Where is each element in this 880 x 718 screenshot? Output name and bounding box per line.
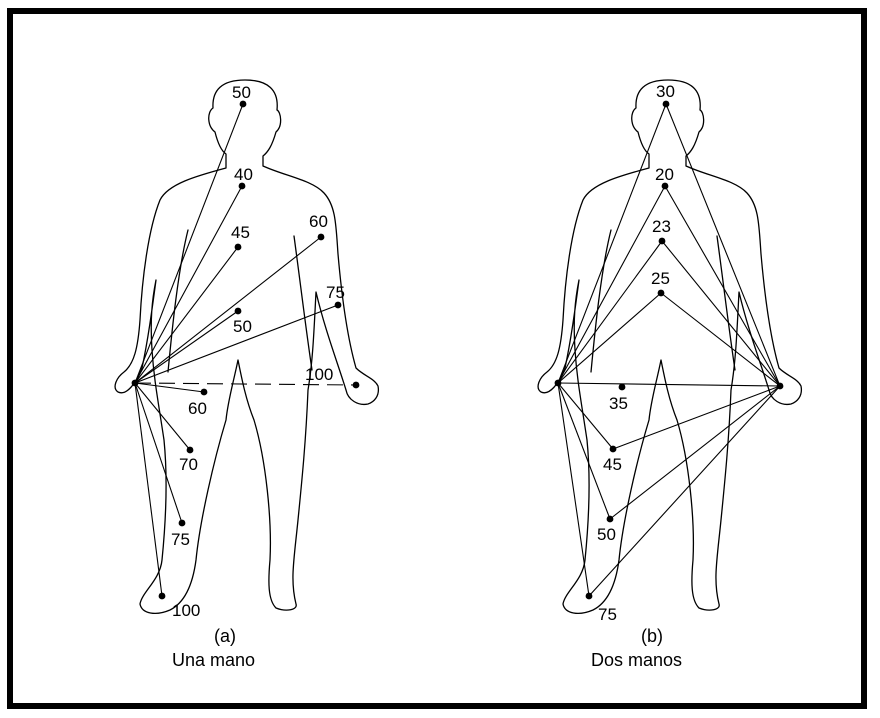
- value-foot-b: 75: [598, 605, 617, 624]
- value-thigh-b: 45: [603, 455, 622, 474]
- point-neck-b: [661, 182, 669, 190]
- value-groin-a: 60: [188, 399, 207, 418]
- point-abdomen-a: [234, 307, 242, 315]
- point-left-hand-a: [352, 381, 360, 389]
- values-b: 30 20 23 25 35 45 50 75: [597, 82, 675, 624]
- electrode-left-hand-b: [776, 382, 784, 390]
- value-head-a: 50: [232, 83, 251, 102]
- value-foot-a: 100: [172, 601, 200, 620]
- point-head-a: [239, 100, 247, 108]
- caption-b: Dos manos: [591, 650, 682, 670]
- point-head-b: [662, 100, 670, 108]
- value-left-shoulder-a: 60: [309, 212, 328, 231]
- arm-crease-b: [590, 229, 736, 373]
- caption-a: Una mano: [172, 650, 255, 670]
- value-thigh-a: 70: [179, 455, 198, 474]
- value-chest-a: 45: [231, 223, 250, 242]
- point-chest-b: [658, 237, 666, 245]
- point-upper-abdomen-b: [657, 289, 665, 297]
- letter-a: (a): [214, 626, 236, 646]
- point-groin-a: [200, 388, 208, 396]
- current-paths-a: [134, 103, 357, 597]
- value-knee-a: 75: [171, 530, 190, 549]
- point-left-elbow-a: [334, 301, 342, 309]
- measurement-points-a: [131, 100, 360, 600]
- point-thigh-a: [186, 446, 194, 454]
- letter-b: (b): [641, 626, 663, 646]
- point-left-shoulder-a: [317, 233, 325, 241]
- value-left-elbow-a: 75: [326, 283, 345, 302]
- value-groin-b: 35: [609, 394, 628, 413]
- point-foot-b: [585, 592, 593, 600]
- value-neck-b: 20: [655, 165, 674, 184]
- current-paths-b: [557, 103, 781, 597]
- point-groin-b: [618, 383, 626, 391]
- values-a: 50 40 45 60 75 50 100 60 70 75 100: [171, 83, 345, 620]
- value-knee-b: 50: [597, 525, 616, 544]
- value-neck-a: 40: [234, 165, 253, 184]
- value-chest-b: 23: [652, 217, 671, 236]
- point-knee-b: [606, 515, 614, 523]
- value-head-b: 30: [656, 82, 675, 101]
- point-chest-a: [234, 243, 242, 251]
- figure-b: 30 20 23 25 35 45 50 75 (b) Dos manos: [537, 79, 803, 670]
- electrode-right-hand-a: [131, 379, 139, 387]
- figure-a: 50 40 45 60 75 50 100 60 70 75 100 (a) U…: [114, 79, 380, 670]
- value-left-hand-a: 100: [305, 365, 333, 384]
- measurement-points-b: [554, 100, 784, 600]
- value-abdomen-a: 50: [233, 317, 252, 336]
- point-thigh-b: [609, 445, 617, 453]
- point-knee-a: [178, 519, 186, 527]
- point-foot-a: [158, 592, 166, 600]
- point-neck-a: [238, 182, 246, 190]
- value-upper-abdomen-b: 25: [651, 269, 670, 288]
- electrode-right-hand-b: [554, 379, 562, 387]
- figure-frame: [7, 8, 867, 709]
